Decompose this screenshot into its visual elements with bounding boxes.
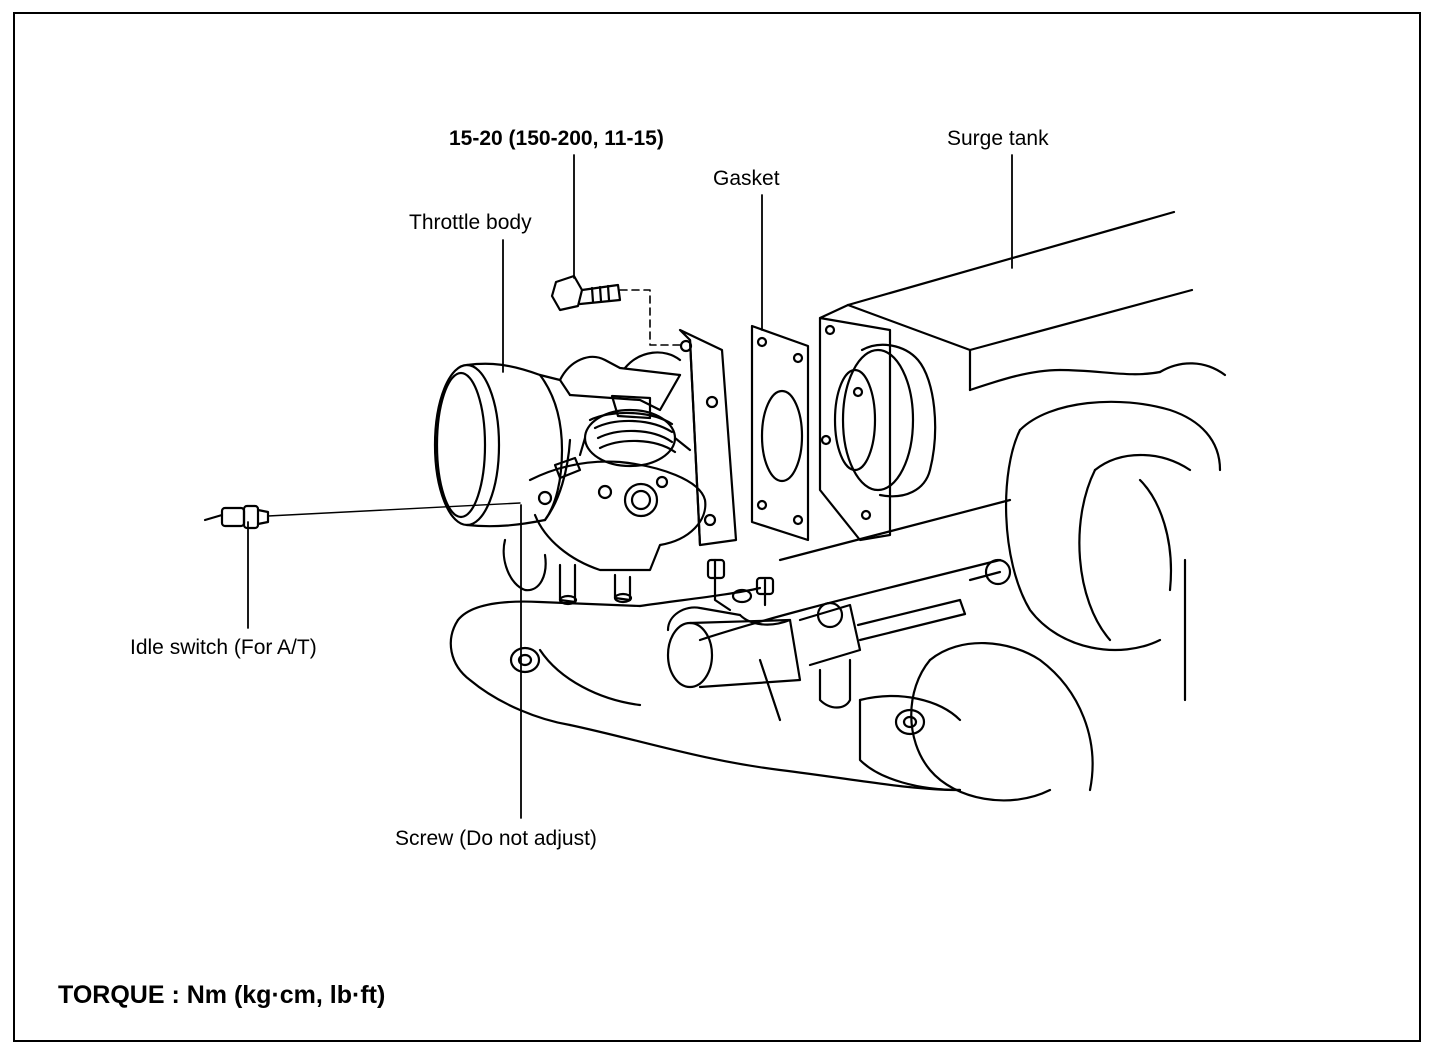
gasket-drawing	[750, 324, 810, 542]
gasket-label: Gasket	[713, 167, 780, 190]
diagram-frame	[13, 12, 1421, 1042]
surge-tank-drawing	[818, 210, 1227, 542]
throttle-body-drawing	[433, 328, 738, 606]
surge-tank-label: Surge tank	[947, 127, 1049, 150]
screw-label: Screw (Do not adjust)	[395, 827, 597, 850]
throttle-body-label: Throttle body	[409, 211, 532, 234]
manifold-base-drawing	[449, 498, 1012, 792]
bolt-torque-label: 15-20 (150-200, 11-15)	[449, 127, 664, 150]
leader-lines	[247, 154, 1013, 819]
assembly-lines	[619, 289, 685, 346]
idle-switch-label: Idle switch (For A/T)	[130, 636, 317, 659]
runner-pipe-drawing	[910, 400, 1222, 802]
idle-switch-drawing	[203, 504, 270, 530]
linkage-drawing	[666, 558, 1012, 722]
bolt-drawing	[550, 274, 622, 312]
idle-switch-axis	[267, 502, 521, 517]
torque-units-note: TORQUE : Nm (kg·cm, lb·ft)	[58, 981, 386, 1009]
